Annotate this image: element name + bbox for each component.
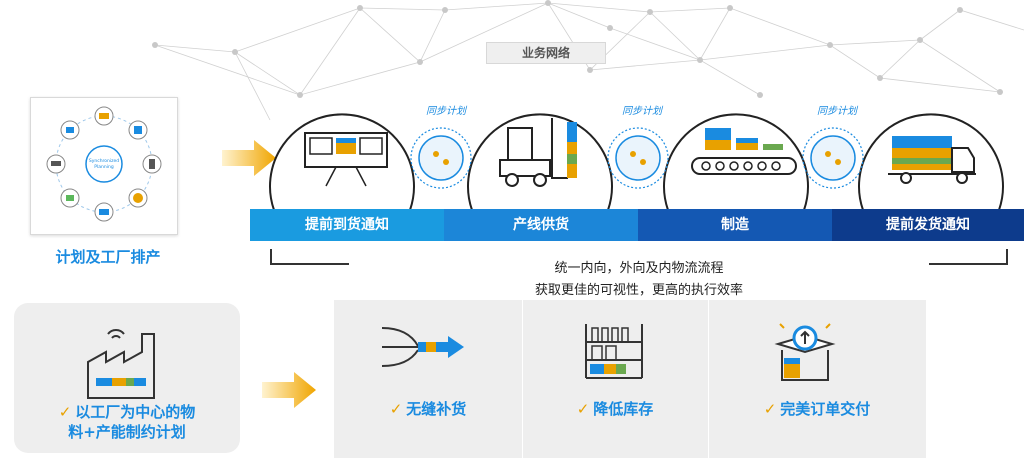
sync-label-3: 同步计划 — [817, 106, 857, 117]
receiving-dock-icon — [304, 132, 388, 187]
orange-arrow-icon — [222, 140, 276, 176]
benefit-label: 无缝补货 — [406, 400, 467, 418]
order-delivery-box-icon — [774, 323, 836, 381]
hub-text-2: Planning — [94, 164, 114, 170]
hub-text-1: Synchronized — [89, 158, 119, 164]
orange-arrow-icon — [262, 372, 316, 408]
synchronized-planning-cycle-icon: Synchronized Planning — [46, 106, 162, 222]
stage-bar-advanced-shipping: 提前发货通知 — [832, 209, 1024, 241]
forklift-icon — [499, 118, 568, 187]
stage-bar-manufacturing: 制造 — [638, 209, 832, 241]
seamless-replenishment-icon — [381, 327, 464, 367]
network-title: 业务网络 — [486, 42, 606, 64]
sync-gear-icon-2 — [615, 135, 661, 181]
check-icon: ✓ — [763, 400, 777, 418]
stacked-goods-icon — [567, 122, 577, 178]
benefit-reduce-inventory: ✓降低库存 — [522, 398, 708, 419]
check-icon: ✓ — [58, 403, 72, 421]
sync-gear-icon-1 — [418, 135, 464, 181]
benefit-perfect-order: ✓完美订单交付 — [708, 398, 926, 419]
process-stages-graphic — [269, 113, 1004, 211]
stage-bar-advanced-arrival: 提前到货通知 — [250, 209, 444, 241]
sync-label-2: 同步计划 — [622, 106, 662, 117]
factory-label-line-2: 料+产能制约计划 — [68, 423, 186, 441]
planning-label: 计划及工厂排产 — [55, 248, 161, 266]
truck-icon — [888, 136, 976, 184]
check-icon: ✓ — [576, 400, 590, 418]
benefit-divider — [522, 300, 523, 458]
factory-label-line-1: 以工厂为中心的物 — [75, 403, 196, 421]
sync-gear-icon-3 — [810, 135, 856, 181]
description-line-1: 统一内向，外向及内物流流程 — [554, 261, 724, 276]
benefit-seamless-replenishment: ✓无缝补货 — [334, 398, 522, 419]
benefit-divider — [708, 300, 709, 458]
benefit-label: 完美订单交付 — [780, 400, 871, 418]
factory-icon — [87, 329, 155, 399]
factory-label: ✓以工厂为中心的物 料+产能制约计划 — [14, 402, 240, 442]
description-line-2: 获取更佳的可视性，更高的执行效率 — [534, 283, 743, 298]
sync-label-1: 同步计划 — [426, 106, 466, 117]
check-icon: ✓ — [389, 400, 403, 418]
planning-diagram: Synchronized Planning — [30, 97, 178, 235]
description-panel — [349, 255, 929, 297]
benefit-label: 降低库存 — [593, 400, 654, 418]
inventory-shelf-icon — [585, 324, 643, 379]
stage-bar-line-supply: 产线供货 — [444, 209, 638, 241]
conveyor-icon — [691, 128, 797, 175]
